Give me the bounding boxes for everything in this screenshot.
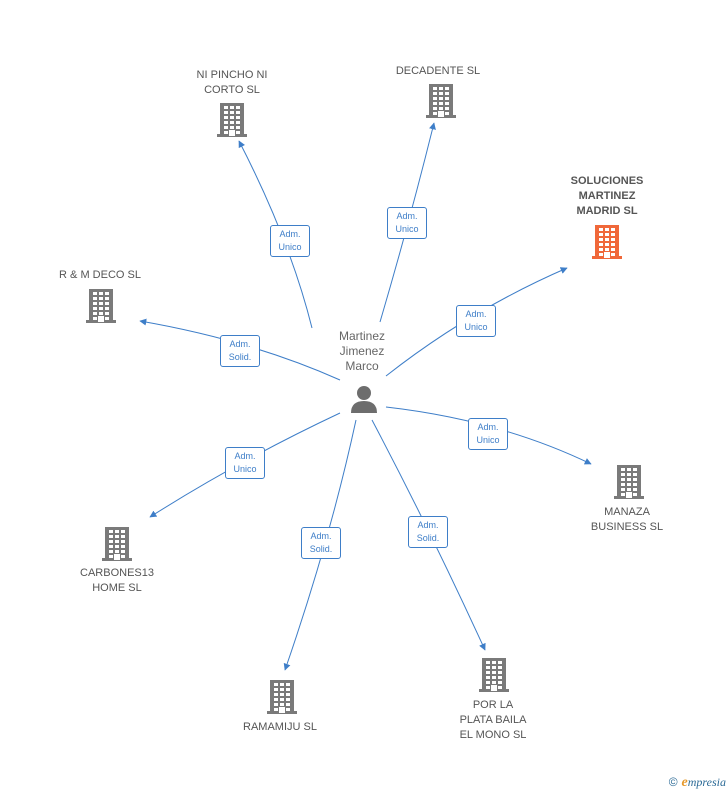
role-label-r-m-deco: Adm. Solid. <box>220 335 260 367</box>
building-icon <box>217 103 247 137</box>
person-name[interactable]: Martinez Jimenez Marco <box>338 329 386 373</box>
company-node-r-m-deco[interactable] <box>85 288 117 329</box>
company-name-soluciones-martinez-madrid[interactable]: SOLUCIONES MARTINEZ MADRID SL <box>570 175 644 217</box>
company-node-soluciones-martinez-madrid[interactable] <box>591 224 623 265</box>
building-icon <box>614 465 644 499</box>
person-node[interactable] <box>349 384 379 419</box>
building-icon <box>479 658 509 692</box>
role-label-decadente: Adm. Unico <box>387 207 427 239</box>
role-label-soluciones-martinez-madrid: Adm. Unico <box>456 305 496 337</box>
company-name-por-la-plata-baila-el-mono[interactable]: POR LA PLATA BAILA EL MONO SL <box>459 699 527 741</box>
building-icon <box>86 289 116 323</box>
company-node-ni-pincho-ni-corto[interactable] <box>216 102 248 143</box>
company-node-carbones13-home[interactable] <box>101 526 133 567</box>
company-name-carbones13-home[interactable]: CARBONES13 HOME SL <box>80 567 154 594</box>
company-node-ramamiju[interactable] <box>266 679 298 720</box>
company-name-ni-pincho-ni-corto[interactable]: NI PINCHO NI CORTO SL <box>196 69 268 96</box>
role-label-manaza-business: Adm. Unico <box>468 418 508 450</box>
company-name-ramamiju[interactable]: RAMAMIJU SL <box>243 721 317 733</box>
company-name-decadente[interactable]: DECADENTE SL <box>395 65 481 77</box>
building-icon <box>592 225 622 259</box>
role-label-carbones13-home: Adm. Unico <box>225 447 265 479</box>
role-label-ramamiju: Adm. Solid. <box>301 527 341 559</box>
empresia-logo: ©empresia <box>668 775 726 790</box>
role-label-ni-pincho-ni-corto: Adm. Unico <box>270 225 310 257</box>
building-icon <box>102 527 132 561</box>
building-icon <box>267 680 297 714</box>
company-node-decadente[interactable] <box>425 83 457 124</box>
person-icon <box>351 386 377 413</box>
role-label-por-la-plata-baila-el-mono: Adm. Solid. <box>408 516 448 548</box>
company-node-por-la-plata-baila-el-mono[interactable] <box>478 657 510 698</box>
company-name-manaza-business[interactable]: MANAZA BUSINESS SL <box>590 506 664 533</box>
company-node-manaza-business[interactable] <box>613 464 645 505</box>
building-icon <box>426 84 456 118</box>
company-name-r-m-deco[interactable]: R & M DECO SL <box>59 269 141 281</box>
